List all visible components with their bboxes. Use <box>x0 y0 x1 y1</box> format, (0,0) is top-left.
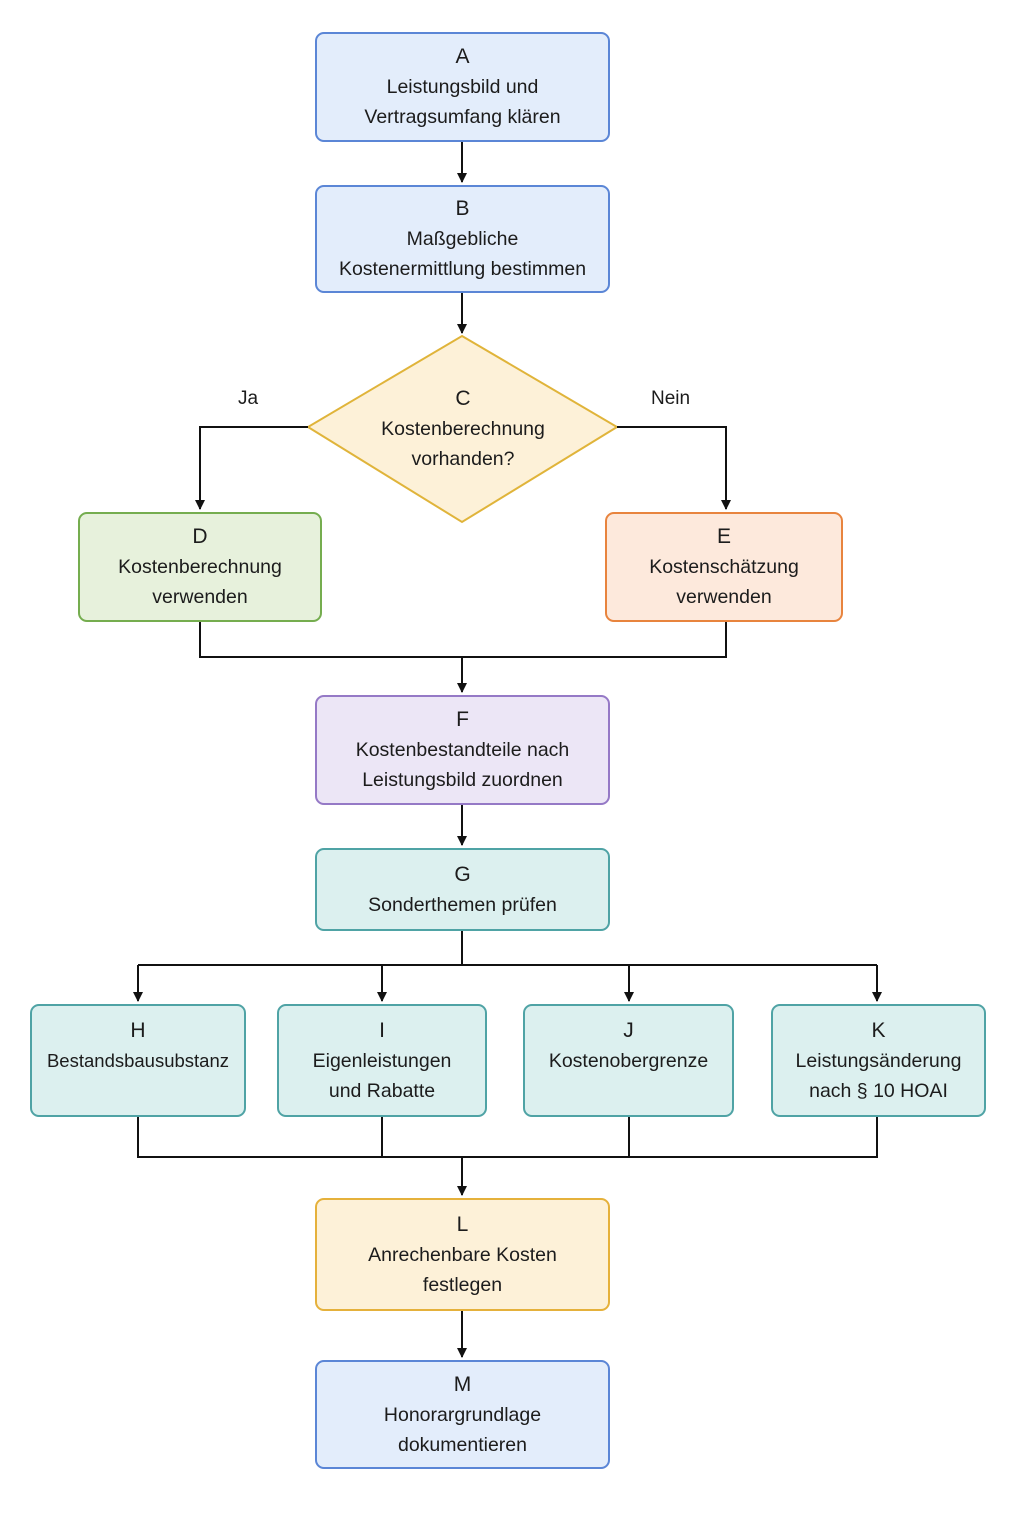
node-g: G Sonderthemen prüfen <box>315 848 610 931</box>
node-c: C Kostenberechnung vorhanden? <box>308 336 618 522</box>
node-j-label: Kostenobergrenze <box>548 1049 709 1072</box>
node-b: B Maßgebliche Kostenermittlung bestimmen <box>315 185 610 293</box>
node-m-letter: M <box>453 1372 472 1396</box>
node-l: L Anrechenbare Kosten festlegen <box>315 1198 610 1311</box>
node-j-letter: J <box>623 1018 634 1042</box>
node-f: F Kostenbestandteile nach Leistungsbild … <box>315 695 610 805</box>
node-l-label: Anrechenbare Kosten festlegen <box>368 1243 557 1296</box>
node-k: K Leistungsänderung nach § 10 HOAI <box>771 1004 986 1117</box>
node-a-label: Leistungsbild und Vertragsumfang klären <box>364 76 561 128</box>
decision-diamond-c <box>306 334 619 524</box>
arrow-c-to-e <box>617 426 731 510</box>
arrow-c-to-d <box>195 426 308 510</box>
node-b-label: Maßgebliche Kostenermittlung bestimmen <box>338 228 587 280</box>
node-h-label: Bestandsbausubstanz <box>46 1049 230 1071</box>
node-j: J Kostenobergrenze <box>523 1004 734 1117</box>
node-m: M Honorargrundlage dokumentieren <box>315 1360 610 1469</box>
node-d-letter: D <box>192 525 208 548</box>
node-b-letter: B <box>455 197 470 220</box>
node-f-label: Kostenbestandteile nach Leistungsbild zu… <box>355 739 570 791</box>
node-g-label: Sonderthemen prüfen <box>368 893 557 916</box>
node-e-letter: E <box>716 525 731 548</box>
merge-line-h-k <box>137 1117 878 1158</box>
branch-label-yes: Ja <box>238 388 259 409</box>
node-c-label: Kostenberechnung vorhanden? <box>381 418 545 470</box>
node-d-label: Kostenberechnung verwenden <box>118 556 282 608</box>
node-c-letter: C <box>455 387 471 410</box>
node-m-label: Honorargrundlage dokumentieren <box>383 1403 542 1456</box>
node-g-letter: G <box>454 862 471 886</box>
node-i-letter: I <box>379 1018 385 1042</box>
node-d: D Kostenberechnung verwenden <box>78 512 322 622</box>
node-l-letter: L <box>456 1212 469 1236</box>
node-f-letter: F <box>456 708 469 731</box>
merge-line-d-e <box>199 622 727 658</box>
node-i-label: Eigenleistungen und Rabatte <box>312 1049 452 1102</box>
node-a-letter: A <box>455 45 470 68</box>
branch-label-no: Nein <box>651 388 691 409</box>
node-e-label: Kostenschätzung verwenden <box>649 556 799 608</box>
node-h-letter: H <box>130 1018 146 1042</box>
node-k-letter: K <box>871 1018 886 1042</box>
node-a: A Leistungsbild und Vertragsumfang kläre… <box>315 32 610 142</box>
node-h: H Bestandsbausubstanz <box>30 1004 246 1117</box>
node-i: I Eigenleistungen und Rabatte <box>277 1004 487 1117</box>
node-k-label: Leistungsänderung nach § 10 HOAI <box>795 1049 962 1102</box>
node-e: E Kostenschätzung verwenden <box>605 512 843 622</box>
